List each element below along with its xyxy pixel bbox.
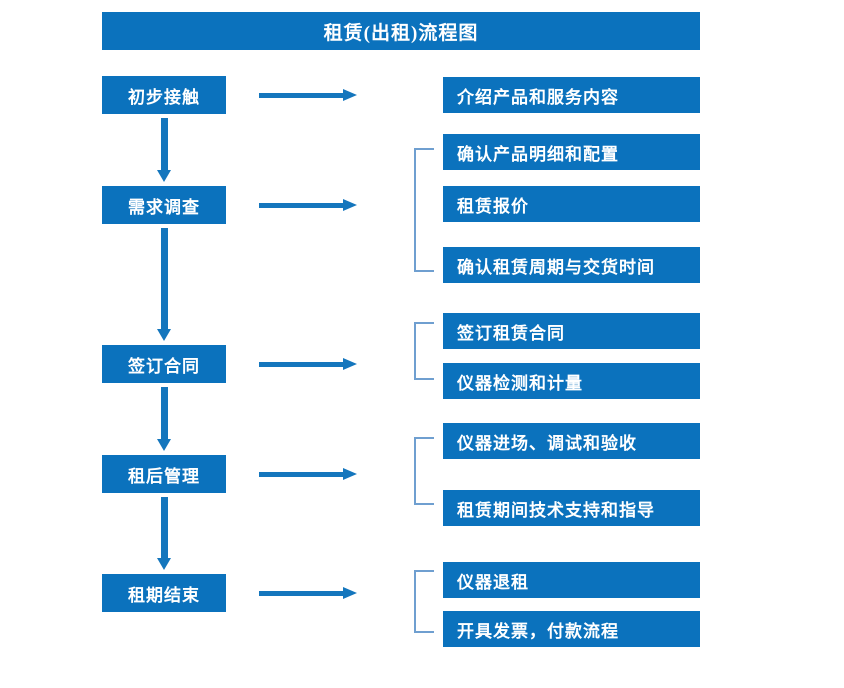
branch-arrow-stage1 [259, 89, 357, 101]
stage-box-post-rental-mgmt[interactable]: 租后管理 [102, 455, 226, 493]
page-title: 租赁(出租)流程图 [102, 12, 700, 50]
detail-box-introduce-products[interactable]: 介绍产品和服务内容 [443, 77, 700, 113]
detail-box-sign-rental-contract[interactable]: 签订租赁合同 [443, 313, 700, 349]
detail-box-rental-quotation[interactable]: 租赁报价 [443, 186, 700, 222]
connector-arrow-stage1-stage2 [157, 118, 171, 182]
detail-box-technical-support[interactable]: 租赁期间技术支持和指导 [443, 490, 700, 526]
detail-box-confirm-period-delivery[interactable]: 确认租赁周期与交货时间 [443, 247, 700, 283]
branch-arrow-stage4 [259, 468, 357, 480]
stage-box-rental-end[interactable]: 租期结束 [102, 574, 226, 612]
detail-box-instrument-return[interactable]: 仪器退租 [443, 562, 700, 598]
detail-box-instrument-entry[interactable]: 仪器进场、调试和验收 [443, 423, 700, 459]
group-bracket-demand-survey [414, 148, 434, 272]
branch-arrow-stage2 [259, 199, 357, 211]
detail-box-instrument-testing[interactable]: 仪器检测和计量 [443, 363, 700, 399]
stage-box-preliminary-contact[interactable]: 初步接触 [102, 76, 226, 114]
connector-arrow-stage2-stage3 [157, 228, 171, 341]
group-bracket-rental-end [414, 570, 434, 633]
branch-arrow-stage5 [259, 587, 357, 599]
detail-box-confirm-product-details[interactable]: 确认产品明细和配置 [443, 134, 700, 170]
connector-arrow-stage4-stage5 [157, 497, 171, 570]
group-bracket-post-rental-mgmt [414, 437, 434, 505]
stage-box-sign-contract[interactable]: 签订合同 [102, 345, 226, 383]
stage-box-demand-survey[interactable]: 需求调查 [102, 186, 226, 224]
detail-box-invoice-payment[interactable]: 开具发票，付款流程 [443, 611, 700, 647]
group-bracket-sign-contract [414, 322, 434, 380]
branch-arrow-stage3 [259, 358, 357, 370]
connector-arrow-stage3-stage4 [157, 387, 171, 451]
